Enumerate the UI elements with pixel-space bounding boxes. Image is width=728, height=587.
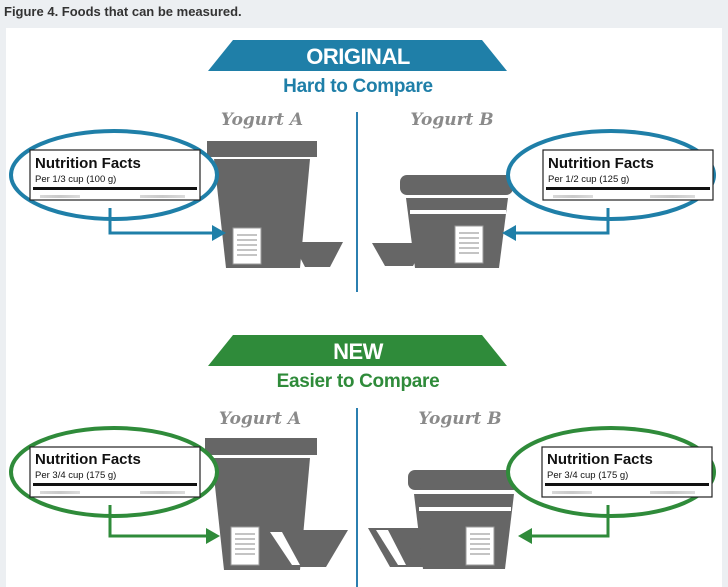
serving-size-b-original: Per 1/2 cup (125 g) [548, 174, 630, 185]
nutrition-callout-b-new [506, 426, 716, 544]
yogurt-a-new-bowl [262, 530, 348, 567]
nutrition-callout-a-original [9, 129, 226, 241]
yogurt-b-original-container [400, 175, 513, 268]
mini-label-icon [232, 227, 262, 265]
serving-size-a-new: Per 3/4 cup (175 g) [35, 470, 117, 481]
nutrition-callout-b-original [502, 129, 716, 241]
yogurt-b-new-container [408, 470, 520, 569]
original-banner [208, 40, 507, 71]
original-title: ORIGINAL [306, 44, 410, 69]
mini-label-icon [230, 526, 260, 566]
nutrition-header-a-new: Nutrition Facts [35, 451, 141, 468]
yogurt-b-new-label: Yogurt B [418, 409, 502, 429]
mini-label-icon [454, 225, 484, 264]
nutrition-callout-a-new [9, 426, 220, 544]
yogurt-a-original-bowl [292, 242, 343, 267]
new-banner [208, 335, 507, 366]
new-title: NEW [333, 339, 383, 364]
figure-caption: Figure 4. Foods that can be measured. [4, 4, 242, 19]
yogurt-a-new-label: Yogurt A [218, 409, 302, 429]
serving-size-a-original: Per 1/3 cup (100 g) [35, 174, 117, 185]
yogurt-a-original-container [207, 141, 317, 268]
nutrition-header-b-original: Nutrition Facts [548, 155, 654, 172]
mini-label-icon [465, 526, 495, 566]
yogurt-b-original-label: Yogurt B [410, 110, 494, 130]
new-subtitle: Easier to Compare [276, 371, 440, 392]
nutrition-header-a-original: Nutrition Facts [35, 155, 141, 172]
nutrition-header-b-new: Nutrition Facts [547, 451, 653, 468]
original-subtitle: Hard to Compare [283, 76, 433, 97]
yogurt-a-original-label: Yogurt A [220, 110, 304, 130]
serving-size-b-new: Per 3/4 cup (175 g) [547, 470, 629, 481]
yogurt-b-original-bowl [372, 243, 425, 266]
